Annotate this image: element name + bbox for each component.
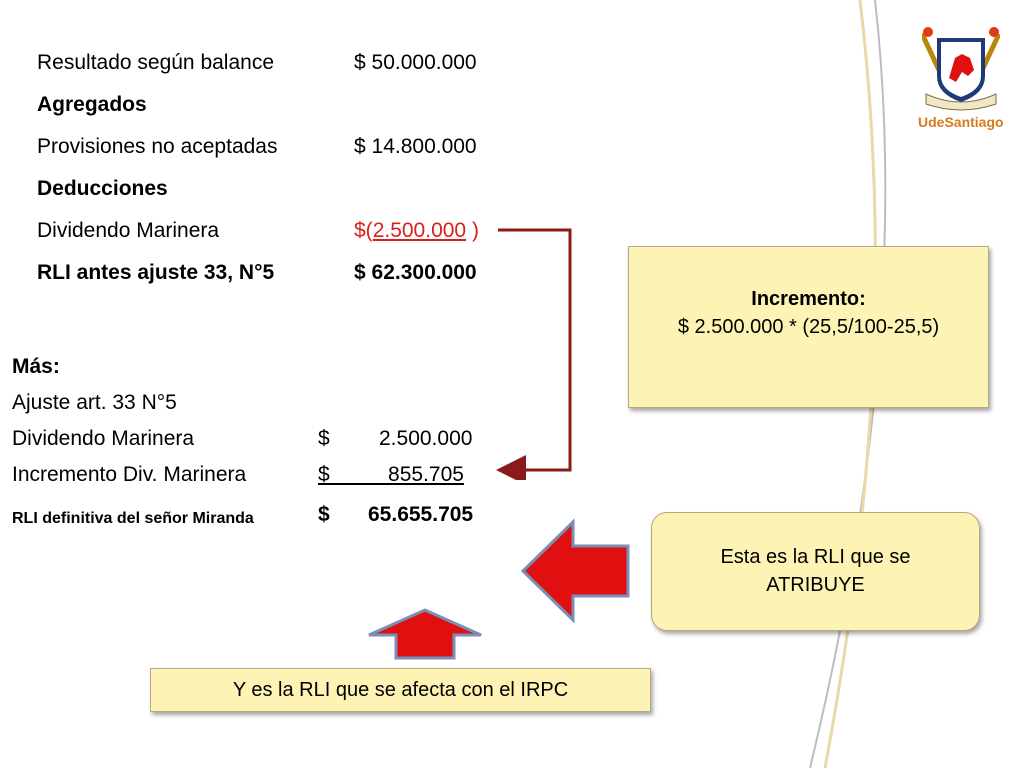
row-dividendo-label: Dividendo Marinera: [37, 219, 220, 242]
note-irpc: Y es la RLI que se afecta con el IRPC: [150, 668, 651, 712]
note-incremento-title: Incremento:: [751, 288, 866, 310]
row-dividendo-value: $(2.500.000 ): [354, 218, 479, 244]
connector-line: [496, 228, 572, 480]
note-atribuye-line1: Esta es la RLI que se: [720, 546, 911, 568]
bottom-dividendo-currency: $: [318, 427, 330, 450]
note-irpc-text: Y es la RLI que se afecta con el IRPC: [232, 679, 569, 701]
logo-name: UdeSantiago: [918, 114, 1004, 130]
row-provisiones-label: Provisiones no aceptadas: [37, 135, 278, 158]
note-incremento: Incremento: $ 2.500.000 * (25,5/100-25,5…: [628, 246, 989, 408]
row-resultado-label: Resultado según balance: [37, 51, 275, 74]
dividendo-prefix: $(: [354, 219, 373, 242]
definitiva-currency: $: [318, 503, 330, 526]
definitiva-value: 65.655.705: [368, 503, 474, 526]
bottom-dividendo-label: Dividendo Marinera: [12, 427, 195, 450]
left-arrow-icon: [520, 518, 630, 624]
university-crest-icon: [922, 27, 1000, 111]
note-atribuye-line2: ATRIBUYE: [766, 574, 865, 596]
row-agregados-label: Agregados: [37, 93, 147, 116]
row-rli-antes-label: RLI antes ajuste 33, N°5: [37, 261, 275, 284]
dividendo-suffix: ): [466, 219, 479, 242]
note-incremento-formula: $ 2.500.000 * (25,5/100-25,5): [677, 316, 940, 338]
bottom-dividendo-value: 2.500.000: [379, 427, 473, 450]
up-arrow-icon: [368, 608, 482, 660]
incremento-value: $ 855.705: [318, 463, 464, 486]
mas-label: Más:: [12, 355, 60, 378]
row-deducciones-label: Deducciones: [37, 177, 168, 200]
incremento-label: Incremento Div. Marinera: [12, 463, 247, 486]
row-rli-antes-value: $ 62.300.000: [354, 261, 477, 284]
row-provisiones-value: $ 14.800.000: [354, 135, 477, 158]
dividendo-number: 2.500.000: [372, 219, 467, 242]
definitiva-label: RLI definitiva del señor Miranda: [12, 510, 254, 527]
note-atribuye: Esta es la RLI que se ATRIBUYE: [651, 512, 980, 631]
ajuste-label: Ajuste art. 33 N°5: [12, 391, 177, 414]
row-resultado-value: $ 50.000.000: [354, 51, 477, 74]
